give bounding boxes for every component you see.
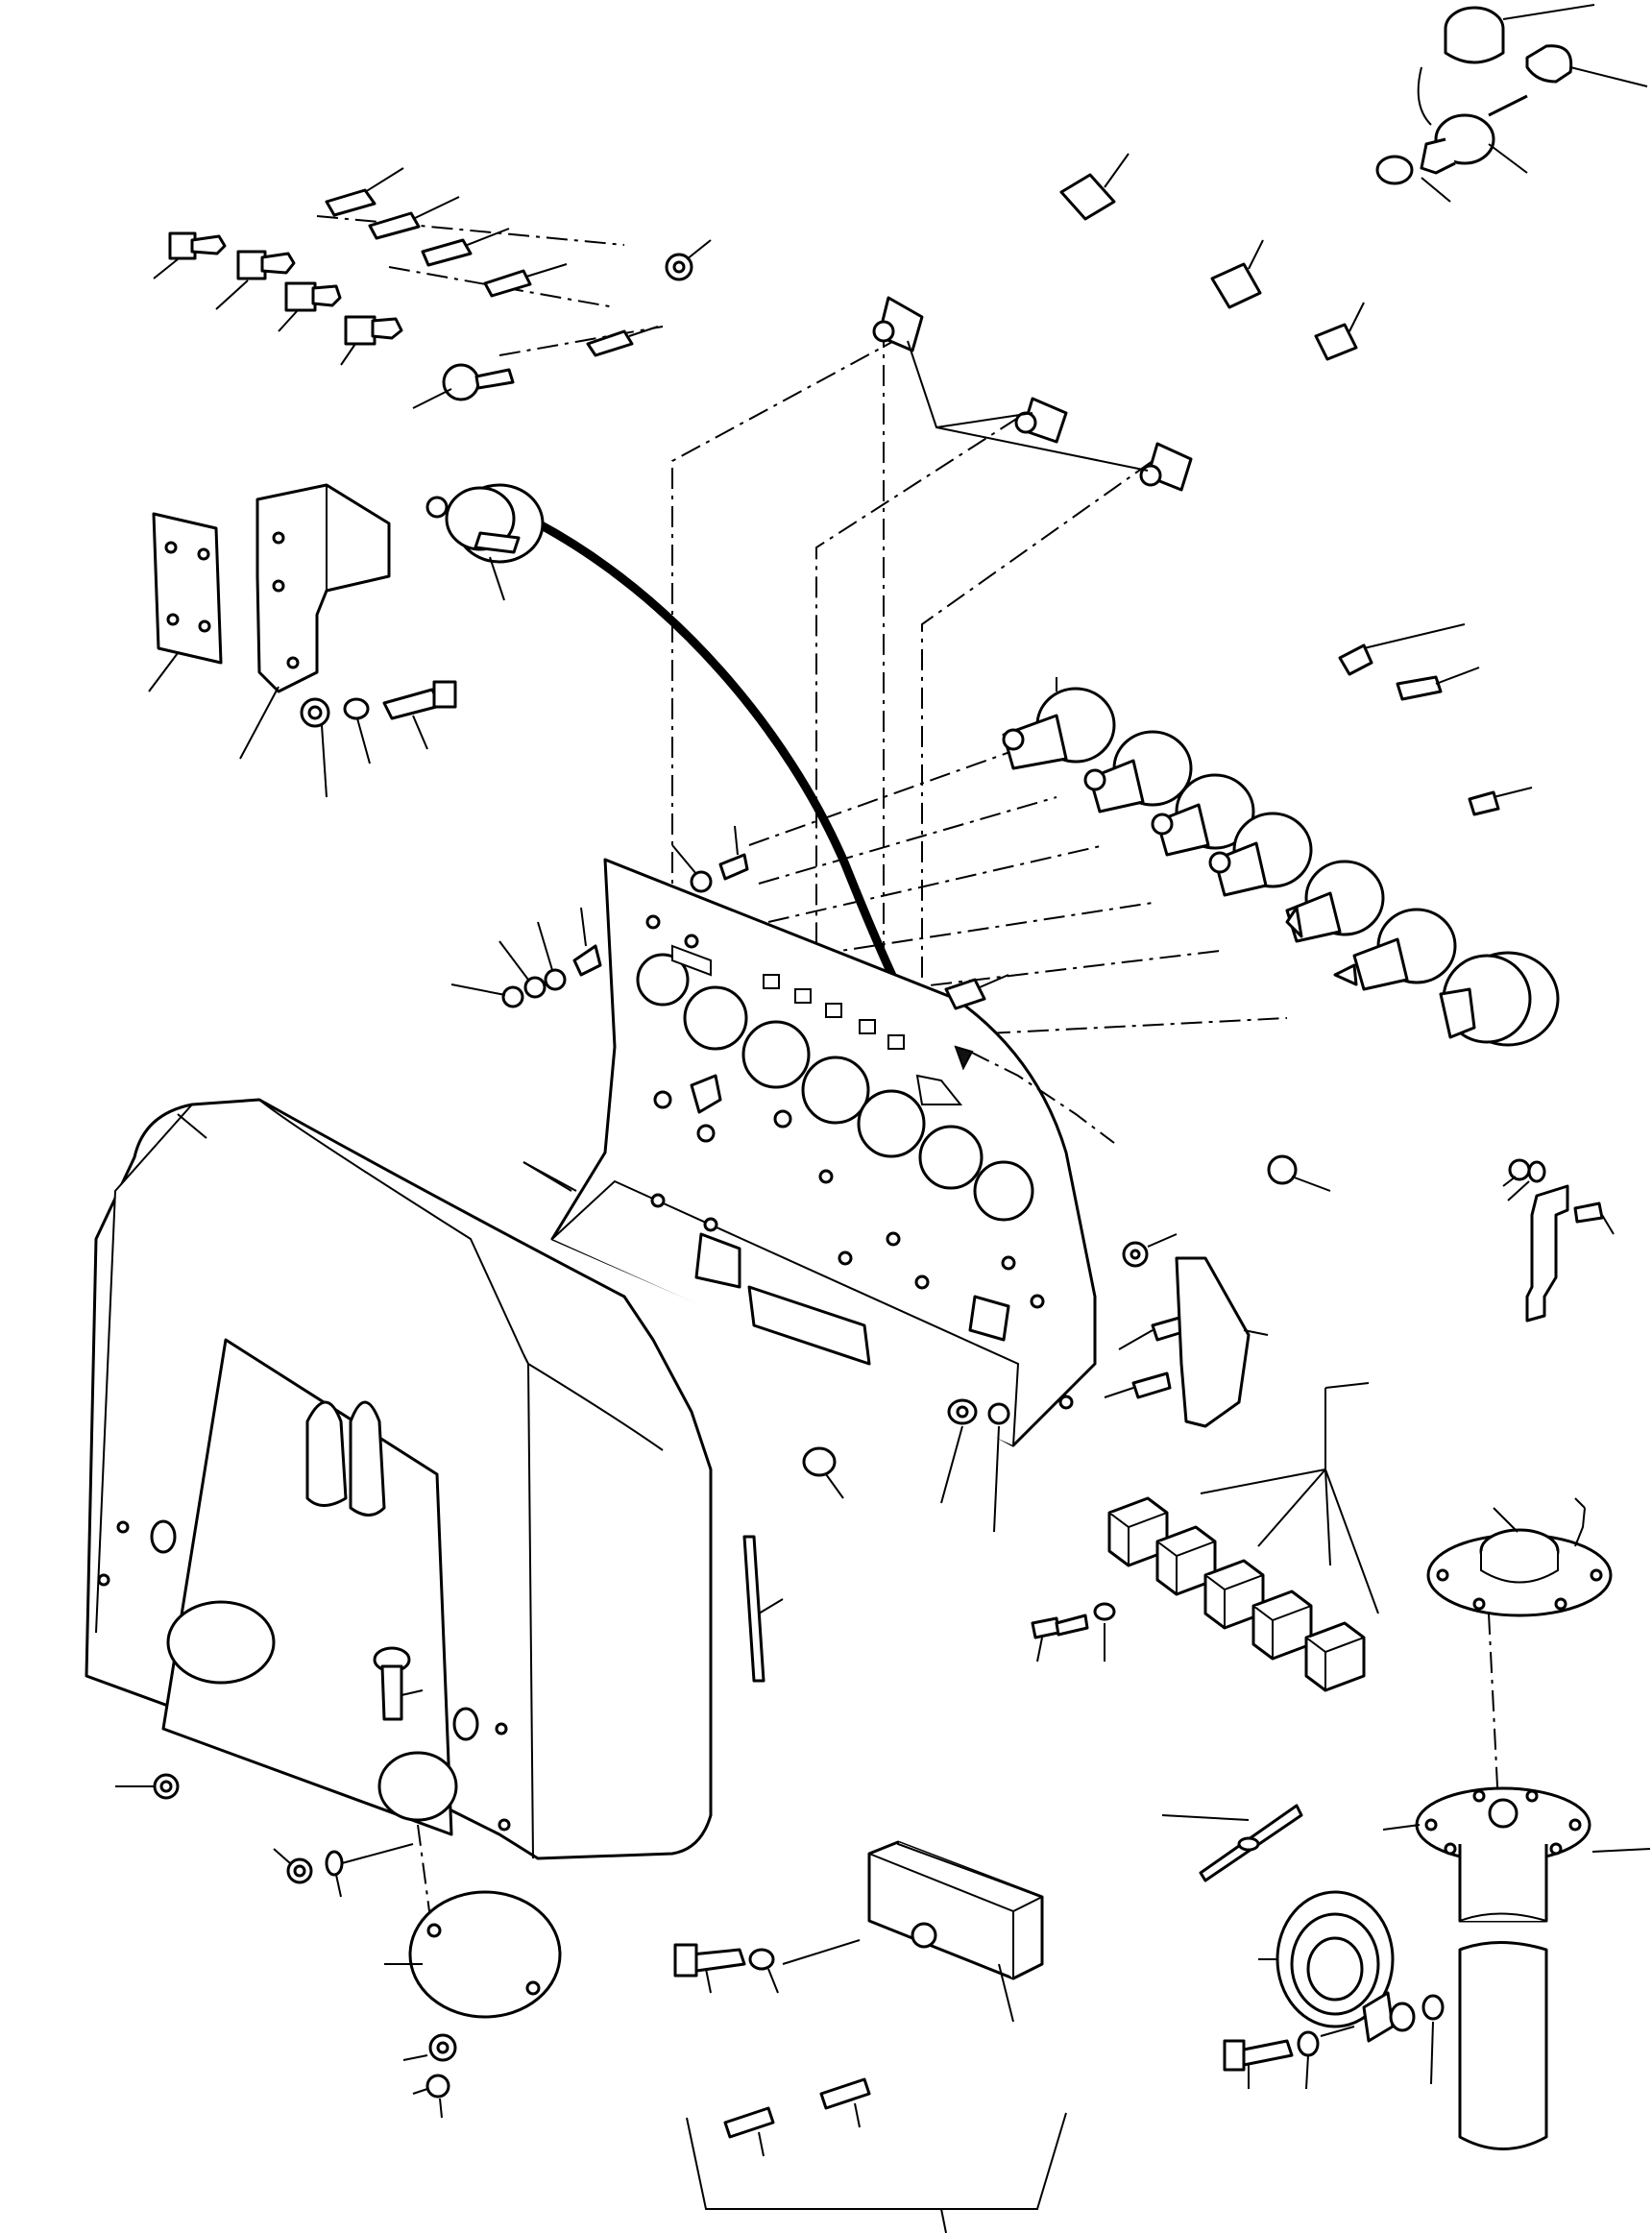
sender-gauge: [425, 483, 545, 601]
mounting-bracket-group: [148, 483, 545, 798]
gauge-6: [1333, 908, 1457, 991]
gauge-3: [1151, 773, 1255, 857]
loose-fasteners: [115, 1154, 1331, 1898]
horn-group: [1223, 1890, 1445, 2090]
gauge-row: [1002, 623, 1560, 1047]
pressure-sender: [412, 363, 515, 409]
lens-2: [1210, 239, 1264, 309]
panel-switch-slots: [671, 944, 1010, 1366]
access-cover: [384, 1890, 562, 2119]
switch-2: [215, 250, 296, 310]
sender-bracket: [255, 483, 391, 693]
lamp-housing-3: [1139, 442, 1193, 492]
relay-group: [1031, 1382, 1379, 1692]
arrow: [954, 1045, 974, 1071]
lens-3: [1314, 302, 1365, 361]
switch-1: [153, 231, 227, 279]
warning-lamp-group: [872, 153, 1365, 492]
lamp-lens-small: [944, 974, 1009, 1010]
bulb-3: [421, 228, 510, 267]
lamp-housing-1: [872, 296, 924, 352]
small-nut-top: [665, 239, 712, 281]
panel-housing: [85, 1098, 713, 1860]
bulb-5: [586, 326, 659, 357]
lamp-housing-2: [1014, 397, 1068, 444]
switch-group: [153, 167, 712, 409]
housing-bolt: [373, 1646, 424, 1721]
switch-3: [278, 281, 342, 332]
cover-plate: [152, 512, 223, 665]
gauge-5: [1285, 860, 1385, 943]
instrument-panel: [522, 858, 1115, 1447]
bulb-4: [483, 263, 568, 298]
bulb-2: [368, 196, 460, 240]
lighter-socket-group: [1375, 4, 1648, 203]
relay-4: [1251, 1590, 1313, 1661]
gauge-1: [1002, 677, 1116, 770]
right-bracket-group: [1175, 1158, 1615, 1428]
bulb-1: [325, 167, 404, 217]
strap-bracket: [1525, 1184, 1569, 1323]
nut-washer-bolt: [300, 680, 457, 798]
relay-screw: [1031, 1602, 1116, 1663]
speedometer: [1439, 951, 1560, 1047]
lens-1: [1059, 153, 1130, 221]
fuse-pin-1: [723, 2106, 775, 2157]
panel-fasteners-left: [450, 825, 749, 1008]
triangle-bracket: [1175, 1256, 1251, 1428]
gauge-2: [1083, 730, 1193, 813]
gauge-4: [1208, 812, 1313, 897]
flasher-group: [673, 1840, 1067, 2233]
indicator-bulb: [1338, 623, 1533, 816]
switch-4: [340, 315, 403, 366]
fuel-sender-group: [1161, 1497, 1651, 2150]
relay-5: [1304, 1621, 1366, 1692]
relay-1: [1107, 1496, 1169, 1567]
panel-holes: [636, 914, 1074, 1410]
fuse-pin-2: [819, 2077, 871, 2128]
